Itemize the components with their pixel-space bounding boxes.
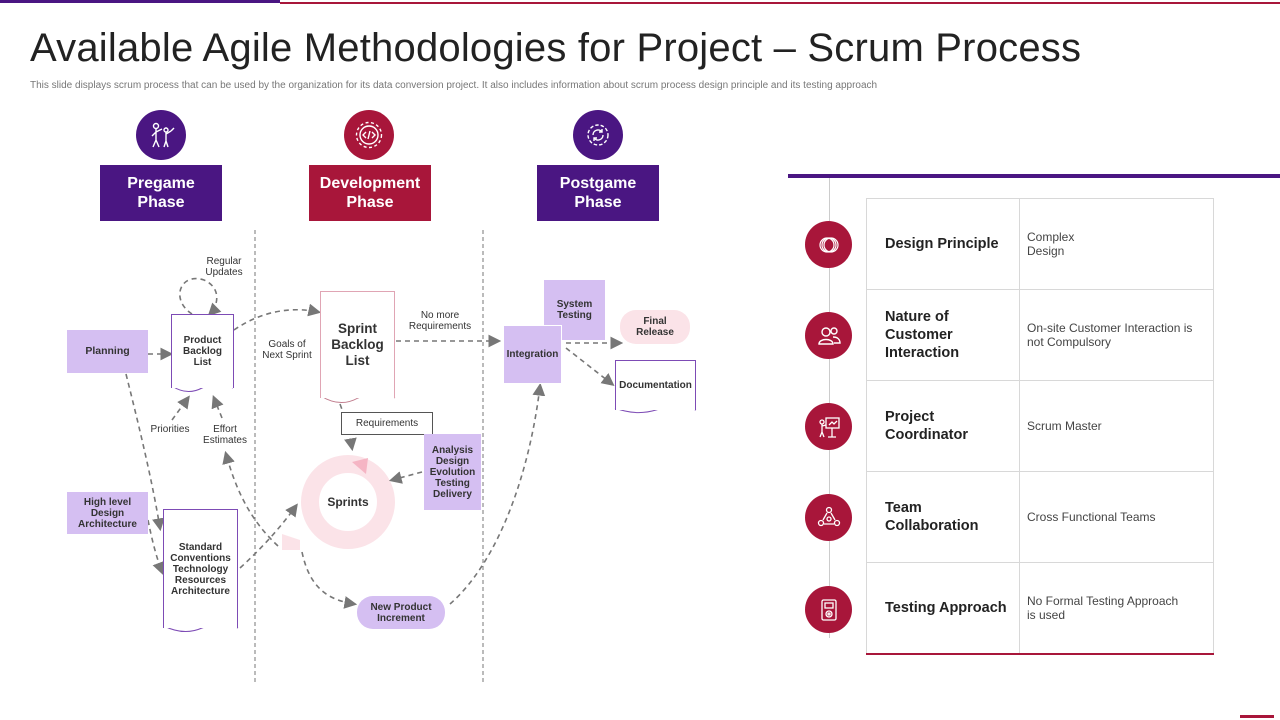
table-row: Nature of Customer Interaction On-site C…: [866, 289, 1214, 380]
row-value: Scrum Master: [1020, 381, 1214, 471]
no-more-requirements-label: No more Requirements: [408, 310, 472, 332]
sprints-node: Sprints: [327, 494, 369, 509]
top-accent-crimson: [280, 2, 1280, 4]
development-phase-header: Development Phase: [309, 165, 431, 221]
arrow-standards-sprints: [239, 503, 298, 569]
goals-next-sprint-label: Goals of Next Sprint: [262, 339, 312, 361]
row-label: Nature of Customer Interaction: [866, 290, 1020, 380]
arrow-analysis-sprints: [388, 471, 423, 484]
arrow-sprints-increment: [301, 551, 358, 609]
row-value: Complex Design: [1020, 199, 1214, 289]
standards-node: Standard Conventions Technology Resource…: [163, 509, 238, 628]
arrow-increment-integration: [449, 382, 546, 605]
users-icon: [805, 312, 852, 359]
table-row: Testing Approach No Formal Testing Appro…: [866, 562, 1214, 653]
page-subtitle: This slide displays scrum process that c…: [30, 80, 878, 91]
team-network-icon: [805, 494, 852, 541]
device-test-icon: [805, 586, 852, 633]
priorities-label: Priorities: [150, 423, 190, 435]
people-pointing-icon: [136, 110, 186, 160]
regular-updates-label: Regular Updates: [205, 256, 243, 278]
arrow-highlevel-standards: [147, 519, 165, 575]
analysis-node: Analysis Design Evolution Testing Delive…: [424, 434, 481, 510]
pregame-phase-header: Pregame Phase: [100, 165, 222, 221]
presenter-icon: [805, 403, 852, 450]
arrow-priorities: [171, 395, 190, 421]
new-product-increment-node: New Product Increment: [357, 596, 445, 629]
gear-refresh-icon: [573, 110, 623, 160]
arrow-backlog-sprintbacklog: [233, 303, 322, 331]
high-level-design-node: High level Design Architecture: [67, 492, 148, 534]
row-value: On-site Customer Interaction is not Comp…: [1020, 290, 1214, 380]
sprint-cycle-ring: [282, 455, 395, 550]
table-row: Design Principle Complex Design: [866, 198, 1214, 289]
page-title: Available Agile Methodologies for Projec…: [30, 26, 1082, 70]
documentation-node: Documentation: [615, 360, 696, 410]
gear-code-icon: [344, 110, 394, 160]
effort-estimates-label: Effort Estimates: [203, 424, 247, 446]
bottom-accent: [1240, 715, 1274, 718]
row-label: Testing Approach: [866, 563, 1020, 653]
planning-node: Planning: [67, 330, 148, 373]
row-label: Project Coordinator: [866, 381, 1020, 471]
row-label: Team Collaboration: [866, 472, 1020, 562]
arrow-sprints-effort: [222, 450, 279, 547]
row-value: Cross Functional Teams: [1020, 472, 1214, 562]
arrow-sprintbacklog-sprints: [339, 403, 357, 452]
arrow-planning-standards: [125, 373, 165, 532]
arrow-regular-updates: [179, 277, 222, 317]
top-accent-purple: [0, 0, 280, 3]
product-backlog-node: Product Backlog List: [171, 314, 234, 388]
row-label: Design Principle: [866, 199, 1020, 289]
rings-icon: [805, 221, 852, 268]
postgame-phase-header: Postgame Phase: [537, 165, 659, 221]
row-value: No Formal Testing Approach is used: [1020, 563, 1214, 653]
sprint-backlog-node: Sprint Backlog List: [320, 291, 395, 398]
final-release-node: Final Release: [620, 310, 690, 344]
arrow-integration-documentation: [565, 347, 615, 386]
table-row: Team Collaboration Cross Functional Team…: [866, 471, 1214, 562]
integration-node: Integration: [503, 325, 562, 384]
table-top-bar: [788, 174, 1280, 178]
requirements-node: Requirements: [341, 412, 433, 435]
table-row: Project Coordinator Scrum Master: [866, 380, 1214, 471]
arrow-effort: [211, 395, 224, 419]
scrum-attributes-table: Design Principle Complex Design Nature o…: [866, 198, 1214, 655]
